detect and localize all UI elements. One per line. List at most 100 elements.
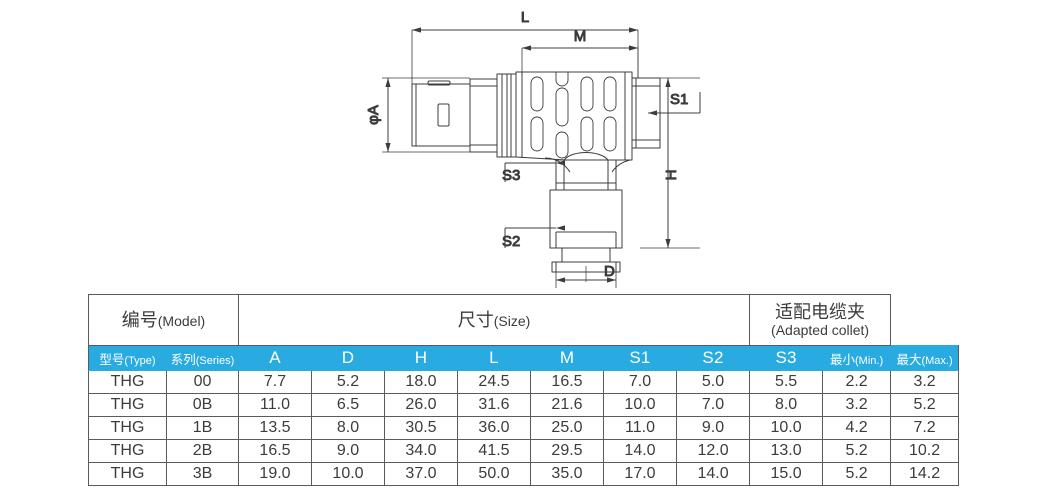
cell-r3-c1: 2B (166, 439, 239, 463)
cell-r0-c8: 5.0 (675, 370, 751, 394)
cell-r0-c6: 16.5 (530, 370, 604, 394)
group-header-cn: 尺寸 (457, 309, 494, 330)
dimension-label-H: H (663, 170, 680, 181)
cell-r1-c0: THG (88, 393, 167, 417)
cell-r0-c0: THG (88, 370, 167, 394)
dimension-table-container: 编号(Model)尺寸(Size)适配电缆夹(Adapted collet) 型… (88, 294, 960, 486)
cell-r2-c5: 36.0 (457, 416, 531, 440)
cell-r3-c0: THG (88, 439, 167, 463)
column-header-m: M (530, 345, 604, 371)
dimension-phiA: φA (365, 78, 391, 152)
dimension-table: 编号(Model)尺寸(Size)适配电缆夹(Adapted collet) 型… (88, 294, 960, 486)
cell-r4-c3: 10.0 (311, 462, 385, 486)
cell-r1-c9: 8.0 (749, 393, 824, 417)
cell-r0-c5: 24.5 (457, 370, 531, 394)
cell-r3-c11: 10.2 (890, 439, 960, 463)
column-header-cn: 最大 (896, 352, 922, 367)
cell-r1-c11: 5.2 (890, 393, 960, 417)
column-header-最小min: 最小(Min.) (822, 345, 892, 371)
rear-plug-body (411, 80, 471, 147)
column-header-cn: 型号 (99, 352, 125, 367)
cell-r0-c1: 00 (166, 370, 239, 394)
group-header-en: (Adapted collet) (771, 322, 870, 339)
cell-r4-c1: 3B (166, 462, 239, 486)
dimension-label-S3: S3 (502, 167, 520, 184)
cell-r1-c8: 7.0 (675, 393, 751, 417)
column-header-cn: 系列 (170, 352, 196, 367)
group-header-cell-2: 适配电缆夹(Adapted collet) (749, 294, 892, 346)
column-header-型号type: 型号(Type) (88, 345, 167, 371)
cell-r1-c6: 21.6 (530, 393, 604, 417)
ribbed-sleeve (496, 73, 517, 158)
cell-r4-c8: 14.0 (675, 462, 751, 486)
column-header-最大max: 最大(Max.) (890, 345, 960, 371)
column-header-en: (Min.) (855, 354, 884, 367)
group-header-cn: 编号 (121, 309, 158, 330)
column-header-en: (Series) (195, 354, 235, 367)
column-header-h: H (384, 345, 458, 371)
cell-r4-c9: 15.0 (749, 462, 824, 486)
cell-r2-c0: THG (88, 416, 167, 440)
cell-r0-c2: 7.7 (238, 370, 312, 394)
cell-r3-c2: 16.5 (238, 439, 312, 463)
cable-clamp-barrel (549, 189, 623, 249)
dimension-label-L: L (521, 9, 529, 26)
cell-r0-c4: 18.0 (384, 370, 458, 394)
cell-r4-c10: 5.2 (822, 462, 892, 486)
cell-r4-c5: 50.0 (457, 462, 531, 486)
cell-r4-c2: 19.0 (238, 462, 312, 486)
leader-S3: S3 (502, 160, 565, 185)
cell-r4-c7: 17.0 (603, 462, 677, 486)
cell-r1-c7: 10.0 (603, 393, 677, 417)
cell-r4-c0: THG (88, 462, 167, 486)
branch-fillet (544, 157, 631, 173)
cell-r1-c3: 6.5 (311, 393, 385, 417)
cell-r2-c4: 30.5 (384, 416, 458, 440)
cell-r3-c10: 5.2 (822, 439, 892, 463)
dimension-label-S1: S1 (670, 91, 688, 108)
cell-r1-c2: 11.0 (238, 393, 312, 417)
cell-r4-c11: 14.2 (890, 462, 960, 486)
knurled-grip-barrel (515, 71, 633, 161)
cell-r2-c1: 1B (166, 416, 239, 440)
cell-r4-c4: 37.0 (384, 462, 458, 486)
column-header-s2: S2 (675, 345, 751, 371)
dimension-label-S2: S2 (502, 233, 520, 250)
leader-S1: S1 (648, 91, 701, 116)
cell-r0-c3: 5.2 (311, 370, 385, 394)
cell-r1-c5: 31.6 (457, 393, 531, 417)
cell-r4-c6: 35.0 (530, 462, 604, 486)
dimension-label-phiA: φA (365, 105, 382, 125)
cell-r2-c8: 9.0 (675, 416, 751, 440)
column-header-d: D (311, 345, 385, 371)
cell-r1-c4: 26.0 (384, 393, 458, 417)
cell-r3-c4: 34.0 (384, 439, 458, 463)
column-header-a: A (238, 345, 312, 371)
column-header-s3: S3 (749, 345, 824, 371)
cell-r3-c7: 14.0 (603, 439, 677, 463)
hex-nut-s3 (555, 152, 617, 191)
group-header-en: (Model) (157, 312, 206, 329)
dimension-H: H (663, 78, 681, 248)
knurl-slots (530, 72, 617, 159)
dimension-L: L (412, 9, 638, 33)
cell-r1-c1: 0B (166, 393, 239, 417)
cell-r3-c9: 13.0 (749, 439, 824, 463)
technical-drawing: L M φA H D (365, 9, 701, 288)
column-header-l: L (457, 345, 531, 371)
cell-r3-c3: 9.0 (311, 439, 385, 463)
cell-r0-c9: 5.5 (749, 370, 824, 394)
hex-nut-s1 (631, 77, 661, 149)
cell-r0-c10: 2.2 (822, 370, 892, 394)
cell-r2-c9: 10.0 (749, 416, 824, 440)
group-header-row: 编号(Model)尺寸(Size)适配电缆夹(Adapted collet) (88, 294, 959, 346)
cell-r2-c7: 11.0 (603, 416, 677, 440)
dimension-label-M: M (574, 28, 587, 45)
table-head: 编号(Model)尺寸(Size)适配电缆夹(Adapted collet) 型… (88, 294, 960, 371)
cell-r2-c2: 13.5 (238, 416, 312, 440)
